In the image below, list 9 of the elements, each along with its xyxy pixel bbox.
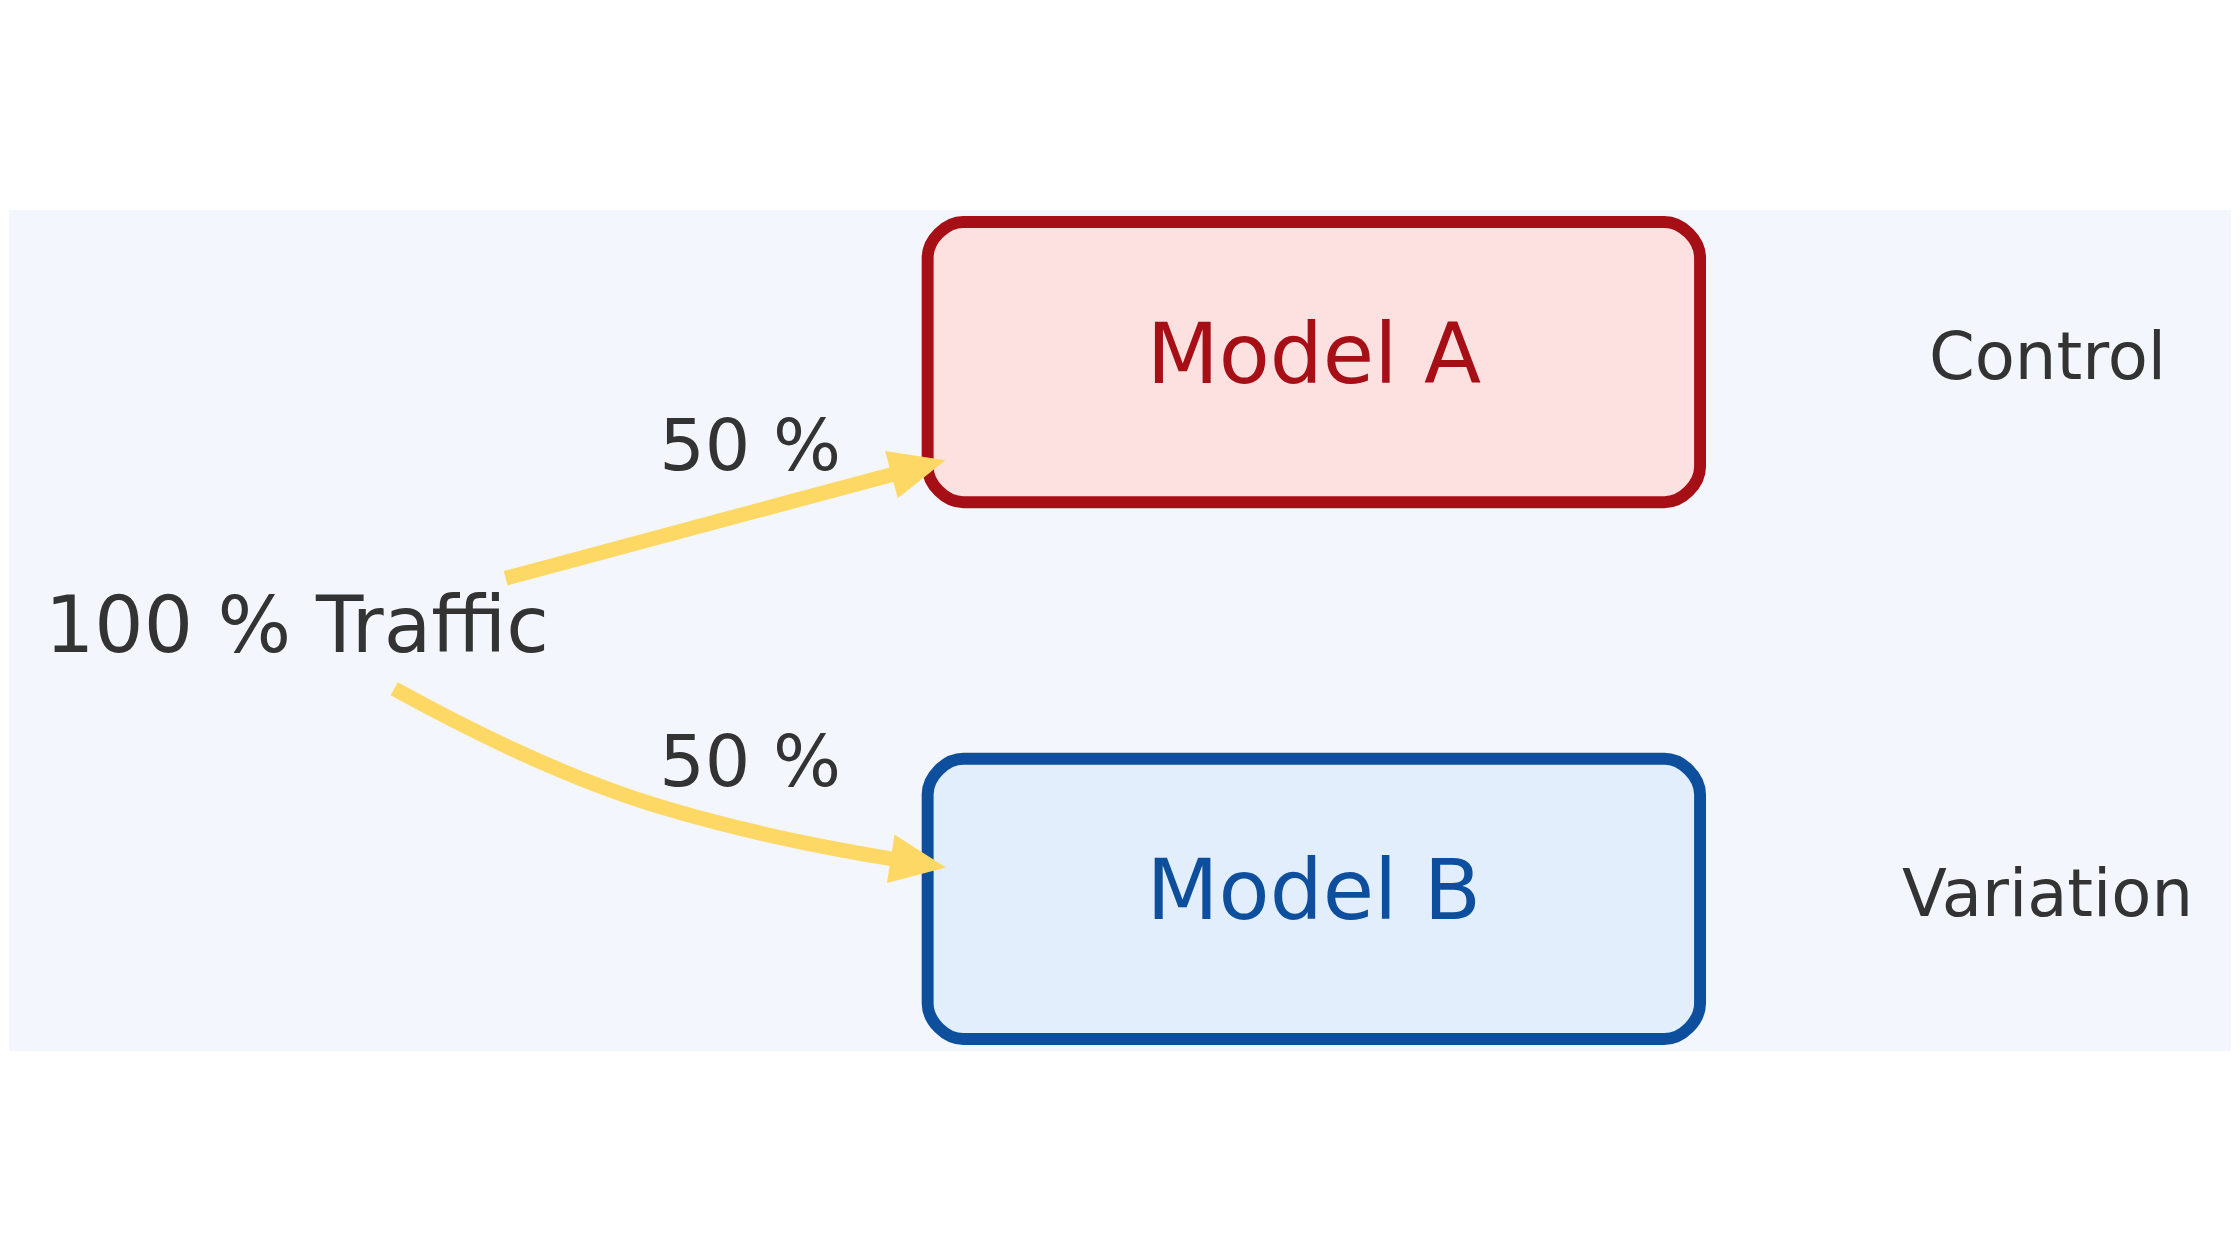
node-box: Model B <box>921 752 1706 1045</box>
edge-label: 50 % <box>659 719 842 803</box>
arrow <box>390 681 946 883</box>
node-text: 100 % Traffic <box>45 579 549 670</box>
arrow <box>503 450 946 585</box>
node-box: Model A <box>921 215 1706 508</box>
node-label: Variation <box>1901 854 2193 931</box>
edge-label: 50 % <box>659 403 842 487</box>
node-label: Control <box>1928 317 2167 394</box>
